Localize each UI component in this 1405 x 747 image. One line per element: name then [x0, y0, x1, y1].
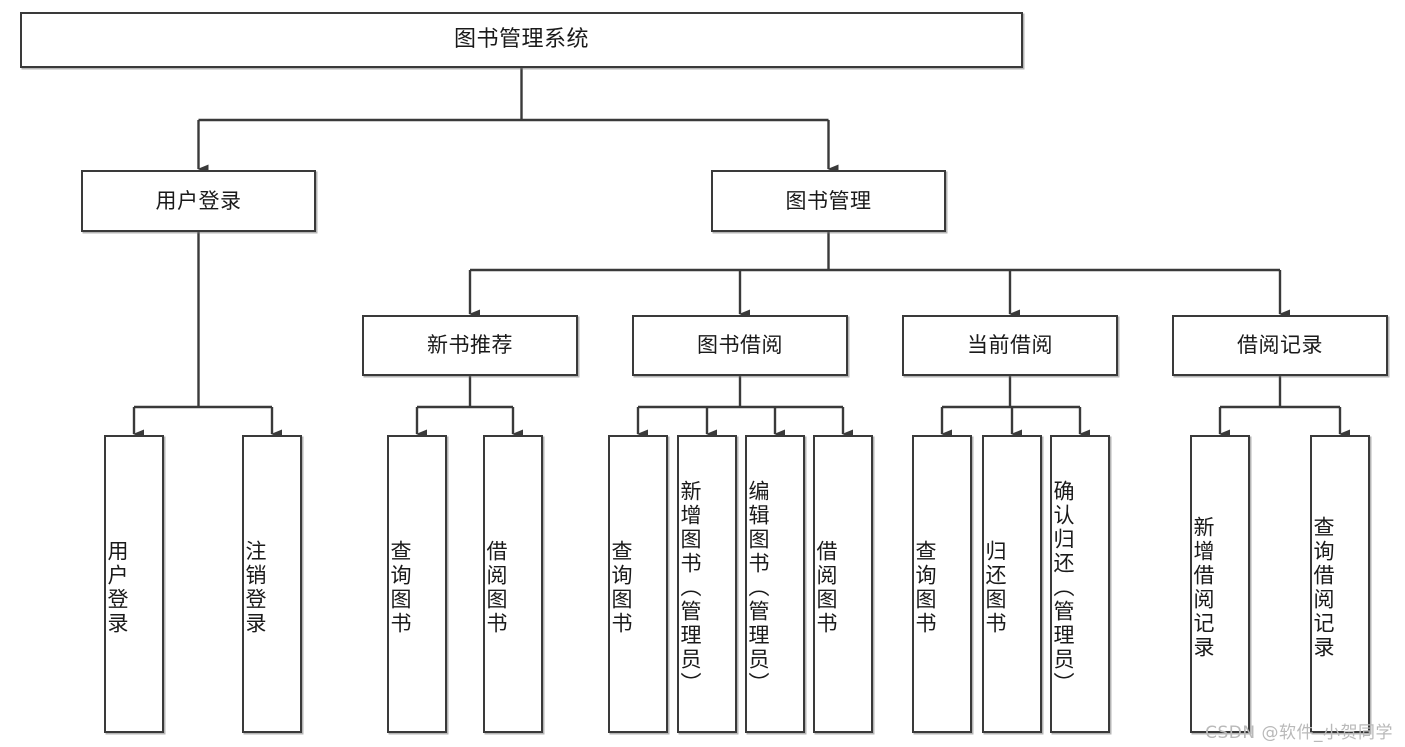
node-leaf-return-book-label: 归还图书 [983, 540, 1007, 636]
node-leaf-add-record[interactable]: 新增借阅记录 [1190, 435, 1250, 733]
node-leaf-query-record-label: 查询借阅记录 [1311, 516, 1335, 660]
node-leaf-query-book-2-label: 查询图书 [609, 540, 633, 636]
node-user-login[interactable]: 用户登录 [81, 170, 316, 232]
node-borrow-record[interactable]: 借阅记录 [1172, 315, 1388, 376]
node-root-label: 图书管理系统 [453, 27, 589, 53]
node-new-book-recommend-label: 新书推荐 [427, 333, 513, 358]
node-leaf-borrow-book-1[interactable]: 借阅图书 [483, 435, 543, 733]
node-leaf-user-login[interactable]: 用户登录 [104, 435, 164, 733]
node-leaf-query-book-2[interactable]: 查询图书 [608, 435, 668, 733]
node-leaf-return-book[interactable]: 归还图书 [982, 435, 1042, 733]
node-leaf-confirm-return-label: 确认归还（管理员） [1051, 480, 1075, 696]
node-leaf-user-login-label: 用户登录 [105, 540, 129, 636]
node-book-borrow[interactable]: 图书借阅 [632, 315, 848, 376]
node-leaf-add-record-label: 新增借阅记录 [1191, 516, 1215, 660]
node-leaf-borrow-book-2-label: 借阅图书 [814, 540, 838, 636]
csdn-watermark: CSDN @软件_小贺同学 [1205, 723, 1393, 743]
node-leaf-query-book-1-label: 查询图书 [388, 540, 412, 636]
node-leaf-add-book-label: 新增图书（管理员） [678, 480, 702, 696]
node-user-login-label: 用户登录 [155, 188, 242, 213]
node-book-manage[interactable]: 图书管理 [711, 170, 946, 232]
node-current-borrow[interactable]: 当前借阅 [902, 315, 1118, 376]
node-leaf-add-book[interactable]: 新增图书（管理员） [677, 435, 737, 733]
node-book-borrow-label: 图书借阅 [697, 333, 783, 358]
node-leaf-edit-book[interactable]: 编辑图书（管理员） [745, 435, 805, 733]
node-leaf-query-record[interactable]: 查询借阅记录 [1310, 435, 1370, 733]
node-borrow-record-label: 借阅记录 [1237, 333, 1323, 358]
node-leaf-query-book-3[interactable]: 查询图书 [912, 435, 972, 733]
node-root[interactable]: 图书管理系统 [20, 12, 1023, 68]
node-leaf-query-book-1[interactable]: 查询图书 [387, 435, 447, 733]
node-book-manage-label: 图书管理 [785, 188, 872, 213]
node-new-book-recommend[interactable]: 新书推荐 [362, 315, 578, 376]
node-leaf-confirm-return[interactable]: 确认归还（管理员） [1050, 435, 1110, 733]
node-leaf-borrow-book-1-label: 借阅图书 [484, 540, 508, 636]
node-leaf-query-book-3-label: 查询图书 [913, 540, 937, 636]
node-leaf-logout-label: 注销登录 [243, 540, 267, 636]
node-leaf-borrow-book-2[interactable]: 借阅图书 [813, 435, 873, 733]
node-current-borrow-label: 当前借阅 [967, 333, 1053, 358]
node-leaf-edit-book-label: 编辑图书（管理员） [746, 480, 770, 696]
node-leaf-logout[interactable]: 注销登录 [242, 435, 302, 733]
